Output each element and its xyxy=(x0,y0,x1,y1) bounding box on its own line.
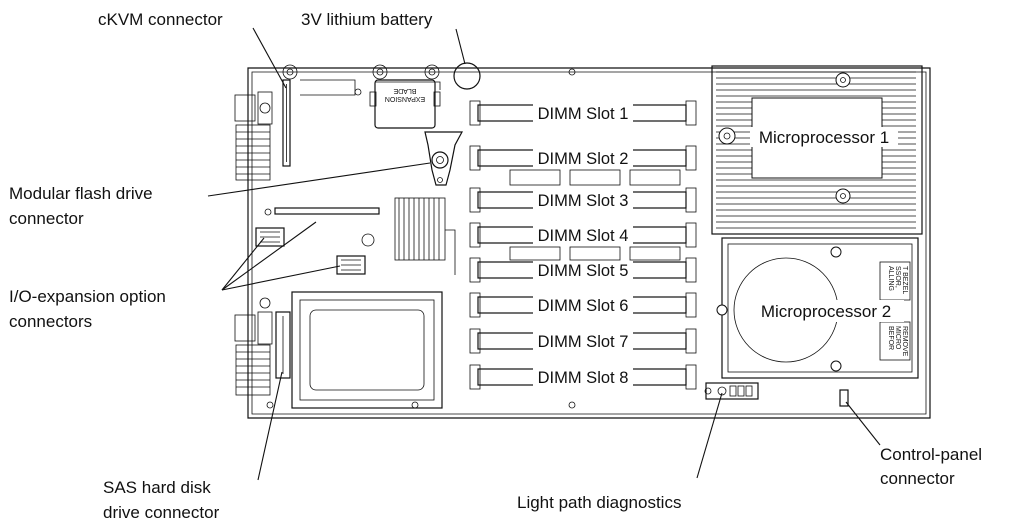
left-edge-connectors xyxy=(234,91,273,396)
dimm-slot-8-label: DIMM Slot 8 xyxy=(538,369,629,387)
ckvm-connector xyxy=(282,79,291,167)
io-expansion-connector-2 xyxy=(336,255,366,275)
dimm-slot-7-label: DIMM Slot 7 xyxy=(538,333,629,351)
blade-expansion-module: EXPANSION BLADE xyxy=(369,79,441,129)
microprocessor-2-cover xyxy=(716,237,919,379)
dimm-labels: DIMM Slot 1 DIMM Slot 2 DIMM Slot 3 DIMM… xyxy=(533,104,633,387)
dimm-slot-4-label: DIMM Slot 4 xyxy=(538,227,629,245)
warning-text-top-2: SSOR, xyxy=(894,266,901,288)
lithium-battery xyxy=(453,62,481,90)
modular-flash-label-line2: connector xyxy=(9,209,84,228)
top-fixtures xyxy=(282,64,441,96)
io-expansion-label-line1: I/O-expansion option xyxy=(9,287,166,306)
microprocessor-1-label: Microprocessor 1 xyxy=(759,128,889,147)
expansion-text: EXPANSION xyxy=(385,95,425,102)
battery-label: 3V lithium battery xyxy=(301,10,433,29)
io-expansion-label-line2: connectors xyxy=(9,312,92,331)
modular-flash-label-line1: Modular flash drive xyxy=(9,184,153,203)
control-panel-label-line1: Control-panel xyxy=(880,445,982,464)
sas-label-line2: drive connector xyxy=(103,503,220,521)
dimm-slot-6-label: DIMM Slot 6 xyxy=(538,297,629,315)
dimm-slot-5-label: DIMM Slot 5 xyxy=(538,262,629,280)
sas-label-line1: SAS hard disk xyxy=(103,478,211,497)
chipset-heatsink xyxy=(394,197,456,275)
board-outline xyxy=(247,67,931,419)
control-panel-connector xyxy=(839,389,849,407)
microprocessor-1-heatsink xyxy=(711,65,923,235)
warning-text-bottom-2: MICRO xyxy=(894,326,901,350)
warning-text-top-3: T BEZEL xyxy=(901,266,908,294)
warning-text-bottom-3: REMOVE xyxy=(901,326,908,357)
standoff-circle xyxy=(361,233,375,247)
callout-labels: cKVM connector 3V lithium battery Modula… xyxy=(9,10,982,521)
io-slot-connector xyxy=(274,207,380,215)
light-path-diagnostics-panel xyxy=(704,382,759,400)
warning-text-bottom-1: BEFOR xyxy=(887,326,894,350)
sas-drive-tray xyxy=(275,291,443,409)
io-expansion-connector-1 xyxy=(255,227,285,247)
warning-text-top-1: ALLING xyxy=(887,266,894,291)
modular-flash-bracket xyxy=(424,131,464,186)
callout-lines xyxy=(207,27,881,481)
control-panel-label-line2: connector xyxy=(880,469,955,488)
dimm-slot-1-label: DIMM Slot 1 xyxy=(538,105,629,123)
mounting-holes xyxy=(264,68,576,409)
dimm-slot-2-label: DIMM Slot 2 xyxy=(538,150,629,168)
dimm-slot-3-label: DIMM Slot 3 xyxy=(538,192,629,210)
microprocessor-2-label: Microprocessor 2 xyxy=(761,302,891,321)
blade-text: BLADE xyxy=(393,87,416,94)
ckvm-connector-label: cKVM connector xyxy=(98,10,223,29)
light-path-label: Light path diagnostics xyxy=(517,493,681,512)
